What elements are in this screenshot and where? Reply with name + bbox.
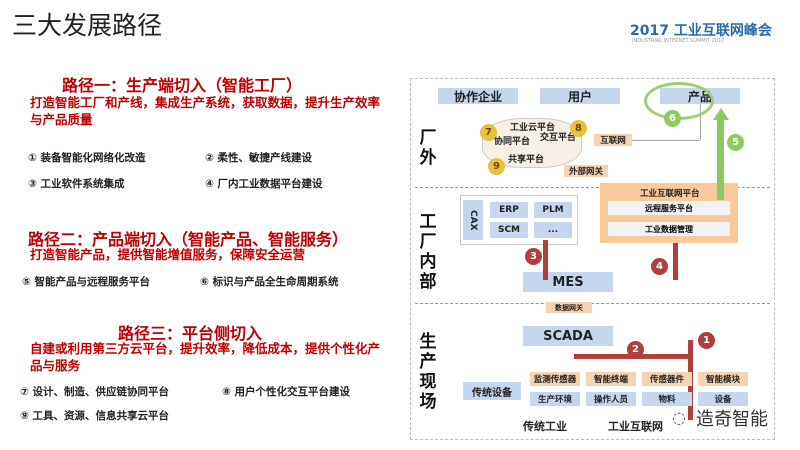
node-data-gateway: 数据网关	[546, 302, 592, 313]
path2-item: ⑤ 智能产品与远程服务平台	[22, 276, 151, 288]
path3-item: ⑧ 用户个性化交互平台建设	[222, 386, 351, 398]
badge-2: 2	[627, 341, 644, 358]
zone-factory-label: 工厂内部	[419, 212, 437, 292]
watermark: 造奇智能	[696, 409, 768, 430]
legend-iiot: 工业互联网	[608, 420, 663, 433]
node-scada: SCADA	[523, 326, 613, 346]
path2-item: ⑥ 标识与产品全生命周期系统	[200, 276, 339, 288]
path1-item: ① 装备智能化网络化改造	[28, 152, 146, 164]
path2-heading: 路径二：产品端切入（智能产品、智能服务）	[28, 230, 349, 249]
path2-desc: 打造智能产品，提供智能增值服务，保障安全运营	[30, 247, 306, 262]
badge-9: 9	[488, 158, 505, 175]
node-field-bottom: 物料	[642, 392, 692, 406]
node-cax: CAX	[463, 200, 483, 240]
zone-divider	[415, 303, 770, 304]
arrow-3	[543, 240, 548, 280]
zone-field-label: 生产现场	[419, 332, 437, 412]
node-field-top: 智能模块	[698, 372, 748, 386]
badge-3: 3	[525, 248, 542, 265]
path1-item: ④ 厂内工业数据平台建设	[205, 178, 323, 190]
path3-heading: 路径三：平台侧切入	[118, 324, 263, 343]
node-field-bottom: 生产环境	[530, 392, 580, 406]
node-field-top: 监测传感器	[530, 372, 580, 386]
path1-item: ② 柔性、敏捷产线建设	[205, 152, 313, 164]
path1-heading: 路径一：生产端切入（智能工厂）	[62, 76, 303, 95]
legend-traditional: 传统工业	[523, 420, 567, 433]
node-collab: 协同平台	[494, 137, 531, 147]
node-user: 用户	[540, 88, 620, 104]
arrow-4	[673, 243, 678, 280]
arrow-5-head	[713, 108, 729, 120]
slide-title: 三大发展路径	[12, 11, 163, 40]
node-erp: ERP	[490, 202, 528, 218]
zone-divider	[415, 187, 770, 188]
path1-desc: 打造智能工厂和产线，集成生产系统，获取数据，提升生产效率与产品质量	[30, 95, 381, 127]
badge-8: 8	[570, 120, 587, 137]
badge-6: 6	[664, 110, 681, 127]
arrow-5	[717, 118, 724, 200]
path3-item: ⑦ 设计、制造、供应链协同平台	[20, 386, 170, 398]
node-cloud-platform: 工业云平台	[510, 123, 556, 133]
node-field-top: 传感器件	[642, 372, 692, 386]
badge-7: 7	[480, 124, 497, 141]
software-group	[460, 195, 578, 245]
node-scm: SCM	[490, 222, 528, 238]
badge-4: 4	[651, 258, 668, 275]
node-mes: MES	[523, 272, 613, 292]
badge-5: 5	[727, 134, 744, 151]
connector-line	[632, 140, 700, 141]
wechat-icon: ◌	[672, 408, 686, 427]
badge-1: 1	[698, 332, 715, 349]
node-more: ...	[534, 222, 572, 238]
path3-desc: 自建或利用第三方云平台，提升效率，降低成本，提供个性化产品与服务	[30, 341, 381, 373]
summit-logo-sub: INDUSTRIAL INTERNET SUMMIT 2017	[632, 38, 725, 44]
cloud-shape	[482, 118, 582, 168]
path3-item: ⑨ 工具、资源、信息共享云平台	[20, 410, 170, 422]
path1-item: ③ 工业软件系统集成	[28, 178, 125, 190]
node-remote-service: 远程服务平台	[608, 201, 730, 215]
node-iip: 工业互联网平台	[640, 189, 700, 199]
node-plm: PLM	[534, 202, 572, 218]
node-field-bottom: 设备	[698, 392, 748, 406]
node-data-mgmt: 工业数据管理	[608, 222, 730, 236]
node-field-bottom: 操作人员	[586, 392, 636, 406]
node-field-top: 智能终端	[586, 372, 636, 386]
node-legacy-device: 传统设备	[463, 382, 521, 400]
node-internet: 互联网	[594, 134, 632, 146]
summit-logo: 2017 工业互联网峰会	[630, 23, 772, 39]
node-partner: 协作企业	[438, 88, 518, 104]
node-interact: 交互平台	[540, 133, 577, 143]
node-external-gateway: 外部网关	[564, 165, 608, 177]
zone-outside-label: 厂外	[419, 128, 437, 168]
architecture-diagram	[410, 78, 775, 440]
node-share: 共享平台	[508, 155, 545, 165]
connector-line	[700, 104, 701, 140]
